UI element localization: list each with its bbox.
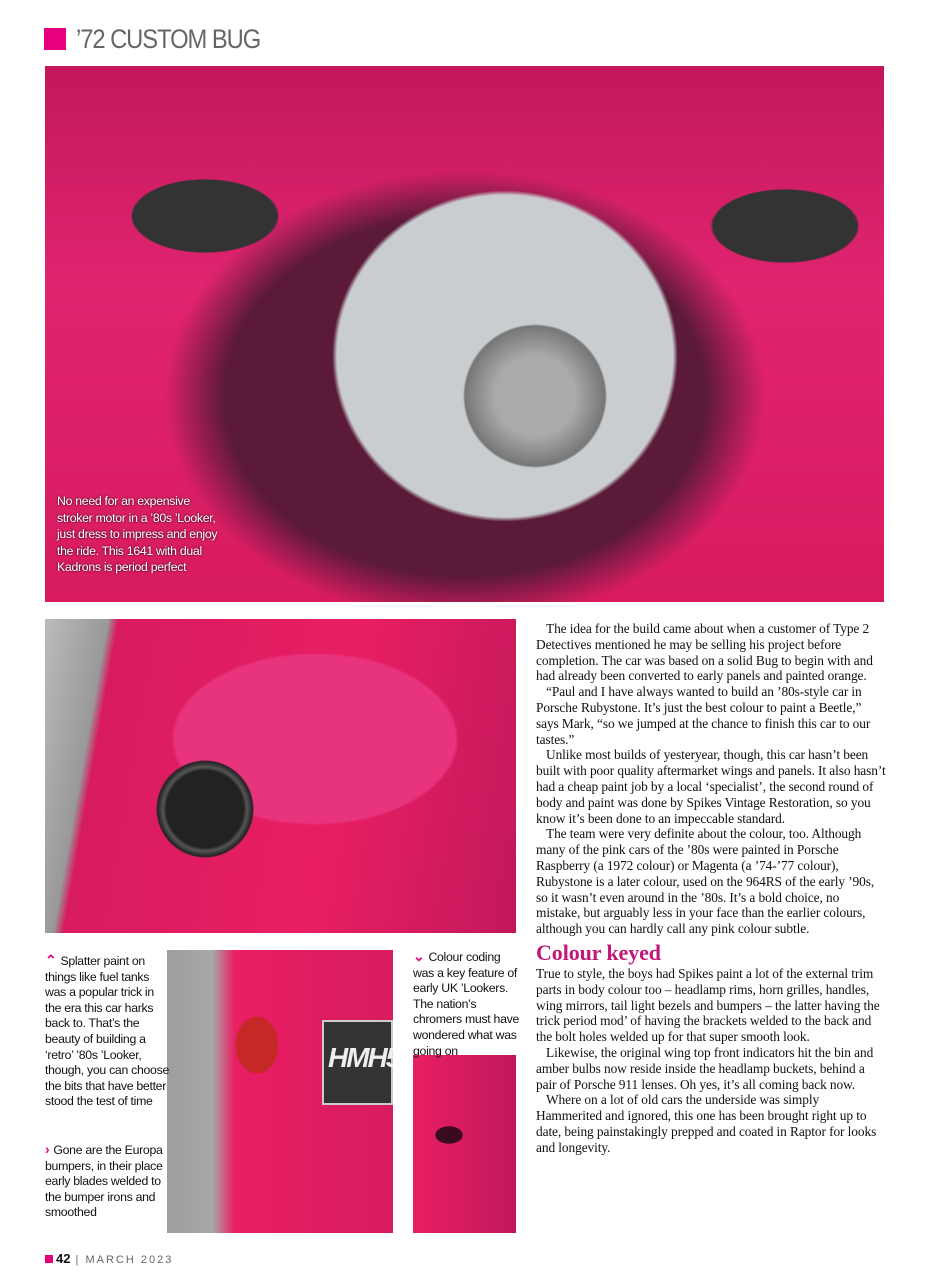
arrow-right-icon: ›	[45, 1141, 50, 1157]
engine-photo-caption: No need for an expensive stroker motor i…	[57, 494, 218, 575]
issue-date: MARCH 2023	[85, 1254, 174, 1266]
page-title: ’72 CUSTOM BUG	[76, 24, 261, 54]
number-plate: HMH5	[322, 1020, 393, 1105]
footer-marker	[45, 1255, 53, 1263]
arrow-up-icon: ⌃	[45, 952, 57, 968]
front-trunk-photo	[45, 619, 516, 933]
paragraph: Where on a lot of old cars the underside…	[536, 1092, 877, 1155]
caption-splatter-paint: ⌃Splatter paint on things like fuel tank…	[45, 952, 169, 1109]
caption-bumpers: ›Gone are the Europa bumpers, in their p…	[45, 1141, 163, 1220]
paragraph: True to style, the boys had Spikes paint…	[536, 965, 880, 1045]
paragraph: Likewise, the original wing top front in…	[536, 1044, 874, 1092]
paragraph: The idea for the build came about when a…	[536, 621, 873, 684]
subheading: Colour keyed	[536, 939, 661, 965]
section-marker	[44, 28, 66, 50]
engine-bay-photo: No need for an expensive stroker motor i…	[45, 66, 884, 602]
page-number: 42	[56, 1251, 71, 1266]
paragraph: Unlike most builds of yesteryear, though…	[536, 747, 886, 826]
paragraph: “Paul and I have always wanted to build …	[536, 684, 871, 747]
caption-colour-coding: ⌄Colour coding was a key feature of earl…	[413, 948, 519, 1058]
article-body: The idea for the build came about when a…	[536, 621, 886, 1156]
rear-bumper-photo: HMH5	[167, 950, 393, 1233]
arrow-down-icon: ⌄	[413, 948, 425, 964]
horn-grille-photo	[413, 1055, 516, 1233]
page-footer: 42 | MARCH 2023	[45, 1251, 173, 1266]
paragraph: The team were very definite about the co…	[536, 826, 875, 937]
